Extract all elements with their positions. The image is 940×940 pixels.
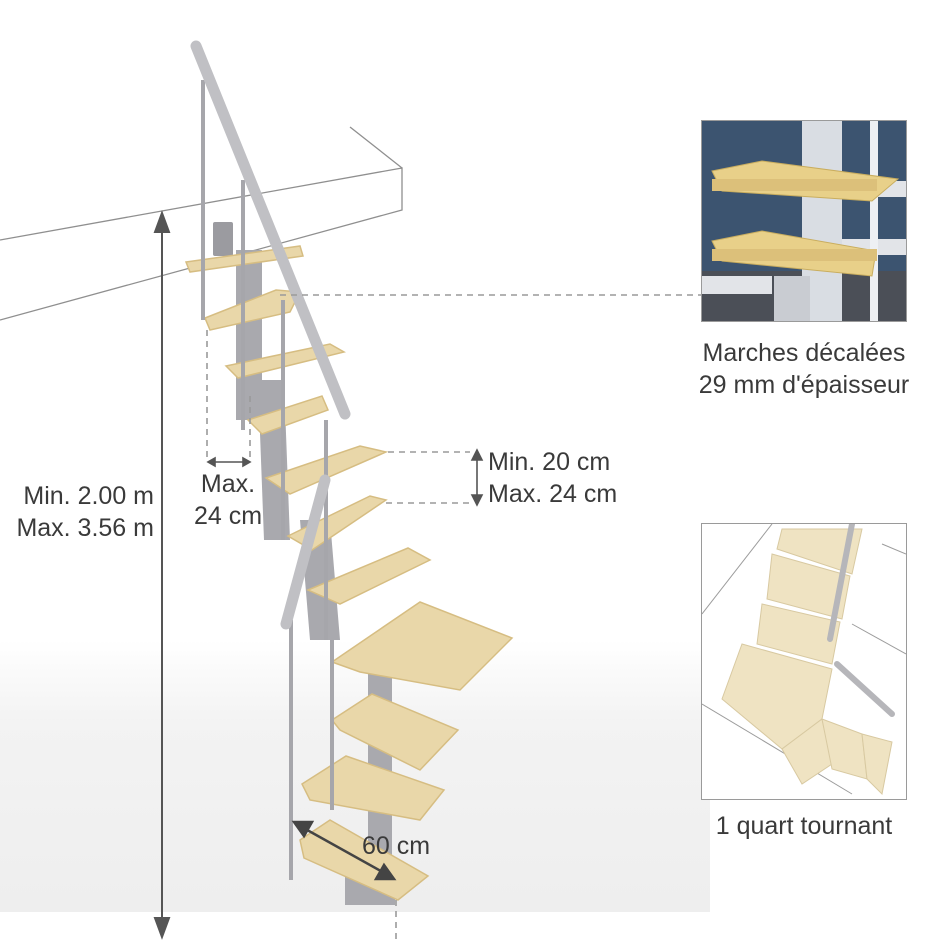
steps-detail-caption-line1: Marches décalées	[702, 339, 906, 367]
step-offset-line2: 24 cm	[193, 502, 263, 530]
steps-detail-photo	[702, 121, 906, 321]
step-offset-line1: Max.	[200, 470, 256, 498]
wall-bracket	[213, 222, 233, 256]
inset-steps-detail	[701, 120, 907, 322]
step-rise-arrow	[470, 448, 484, 507]
step-offset-arrow	[206, 456, 252, 468]
steps-detail-caption-line2: 29 mm d'épaisseur	[698, 371, 910, 399]
dashed-leaders	[206, 294, 702, 940]
height-dimension-label: Min. 2.00 m Max. 3.56 m	[0, 480, 154, 544]
height-dimension-arrow	[153, 210, 171, 940]
step-width-arrow	[291, 820, 397, 881]
step-width-label: 60 cm	[362, 832, 431, 860]
steps-detail-caption: Marches décalées 29 mm d'épaisseur	[672, 337, 936, 401]
quarter-turn-top-view	[702, 524, 906, 796]
balusters	[201, 80, 334, 880]
step-rise-max: Max. 24 cm	[488, 480, 618, 508]
inset-quarter-turn	[701, 523, 907, 800]
treads	[184, 245, 514, 901]
height-min: Min. 2.00 m	[23, 482, 154, 510]
step-rise-label: Min. 20 cm Max. 24 cm	[488, 446, 617, 510]
step-rise-min: Min. 20 cm	[488, 448, 611, 476]
step-offset-label: Max. 24 cm	[180, 468, 276, 532]
height-max: Max. 3.56 m	[16, 514, 154, 542]
handrails	[190, 40, 351, 630]
quarter-turn-caption: 1 quart tournant	[715, 812, 893, 840]
